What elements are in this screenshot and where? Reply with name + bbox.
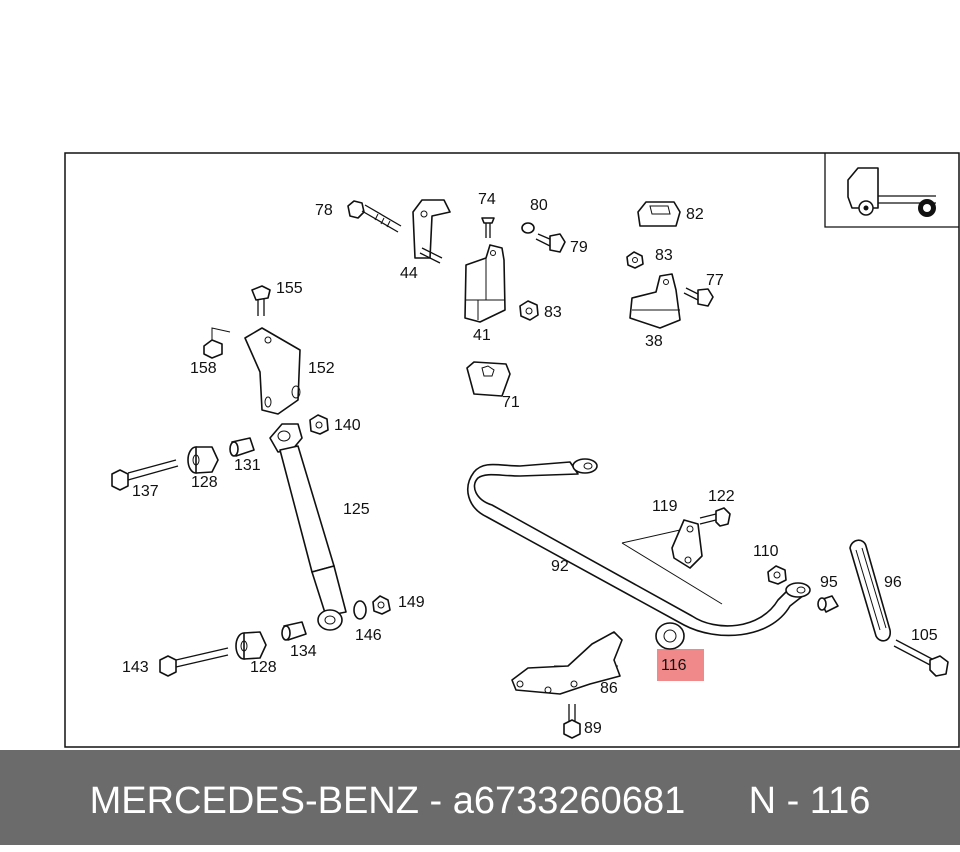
spacer (685, 780, 748, 822)
washer-146 (353, 600, 367, 620)
bushing-128-lower (235, 631, 267, 660)
bolt-122 (699, 507, 731, 527)
bolt-143 (159, 647, 229, 677)
label-71: 71 (502, 394, 520, 411)
nut-149 (372, 595, 391, 615)
label-110: 110 (753, 543, 779, 560)
bolt-89 (563, 704, 581, 739)
bushing-95 (817, 595, 839, 613)
bracket-44 (412, 199, 451, 264)
label-131: 131 (234, 457, 261, 474)
brand-name: MERCEDES-BENZ (89, 780, 419, 822)
bushing-128-upper (187, 446, 219, 474)
label-125: 125 (343, 501, 370, 518)
label-92: 92 (551, 558, 569, 575)
bracket-152 (244, 327, 301, 415)
label-78: 78 (315, 202, 333, 219)
label-38: 38 (645, 333, 663, 350)
label-155: 155 (276, 280, 303, 297)
label-149: 149 (398, 594, 425, 611)
bracket-38 (629, 273, 681, 329)
label-152: 152 (308, 360, 335, 377)
label-89: 89 (584, 720, 602, 737)
label-83-upper: 83 (655, 247, 673, 264)
label-119: 119 (652, 498, 678, 515)
label-146: 146 (355, 627, 382, 644)
bushing-116 (655, 622, 685, 650)
label-105: 105 (911, 627, 938, 644)
label-74: 74 (478, 191, 496, 208)
vehicle-locator-icon (824, 153, 959, 228)
parts-diagram: 78 44 74 80 79 82 83 77 41 83 38 155 158… (64, 152, 960, 748)
nut-158 (203, 327, 231, 359)
nut-110 (767, 565, 787, 585)
separator: - (418, 780, 453, 822)
label-128-lower: 128 (250, 659, 277, 676)
part-number: a6733260681 (452, 780, 686, 822)
rubber-buffer-71 (466, 361, 511, 397)
stabilizer-bar-92 (467, 458, 811, 637)
footer-bar: MERCEDES-BENZ - a6733260681 N - 116 (0, 750, 960, 845)
label-122: 122 (708, 488, 735, 505)
bracket-41 (464, 244, 506, 323)
label-77: 77 (706, 272, 724, 289)
shock-absorber-125 (269, 423, 347, 631)
label-134: 134 (290, 643, 317, 660)
label-140: 140 (334, 417, 361, 434)
label-143: 143 (122, 659, 149, 676)
label-128-upper: 128 (191, 474, 218, 491)
label-41: 41 (473, 327, 491, 344)
nut-83-lower (519, 300, 539, 321)
label-83-lower: 83 (544, 304, 562, 321)
bolt-137 (111, 459, 179, 491)
label-137: 137 (132, 483, 159, 500)
link-96 (849, 539, 891, 642)
clamp-119 (671, 519, 703, 569)
rubber-block-82 (637, 201, 681, 227)
bolt-78 (347, 200, 402, 233)
label-86: 86 (600, 680, 618, 697)
label-44: 44 (400, 265, 418, 282)
bolt-155 (251, 285, 271, 316)
nut-83-upper (626, 251, 644, 269)
label-95: 95 (820, 574, 838, 591)
label-82: 82 (686, 206, 704, 223)
sleeve-134 (281, 621, 307, 641)
bolt-105 (893, 639, 949, 677)
label-158: 158 (190, 360, 217, 377)
bolt-79 (535, 233, 566, 253)
highlight-116 (657, 649, 704, 681)
label-116: 116 (661, 657, 687, 674)
label-96: 96 (884, 574, 902, 591)
label-80: 80 (530, 197, 548, 214)
label-79: 79 (570, 239, 588, 256)
diagram-frame (64, 152, 960, 748)
washer-80 (521, 222, 535, 234)
position-number: N - 116 (748, 780, 871, 822)
sleeve-131 (229, 437, 255, 457)
bolt-77 (683, 287, 714, 307)
footer-caption: MERCEDES-BENZ - a6733260681 N - 116 (0, 750, 960, 845)
bracket-86 (511, 631, 623, 695)
pin-74 (481, 217, 495, 238)
nut-140 (309, 414, 329, 435)
